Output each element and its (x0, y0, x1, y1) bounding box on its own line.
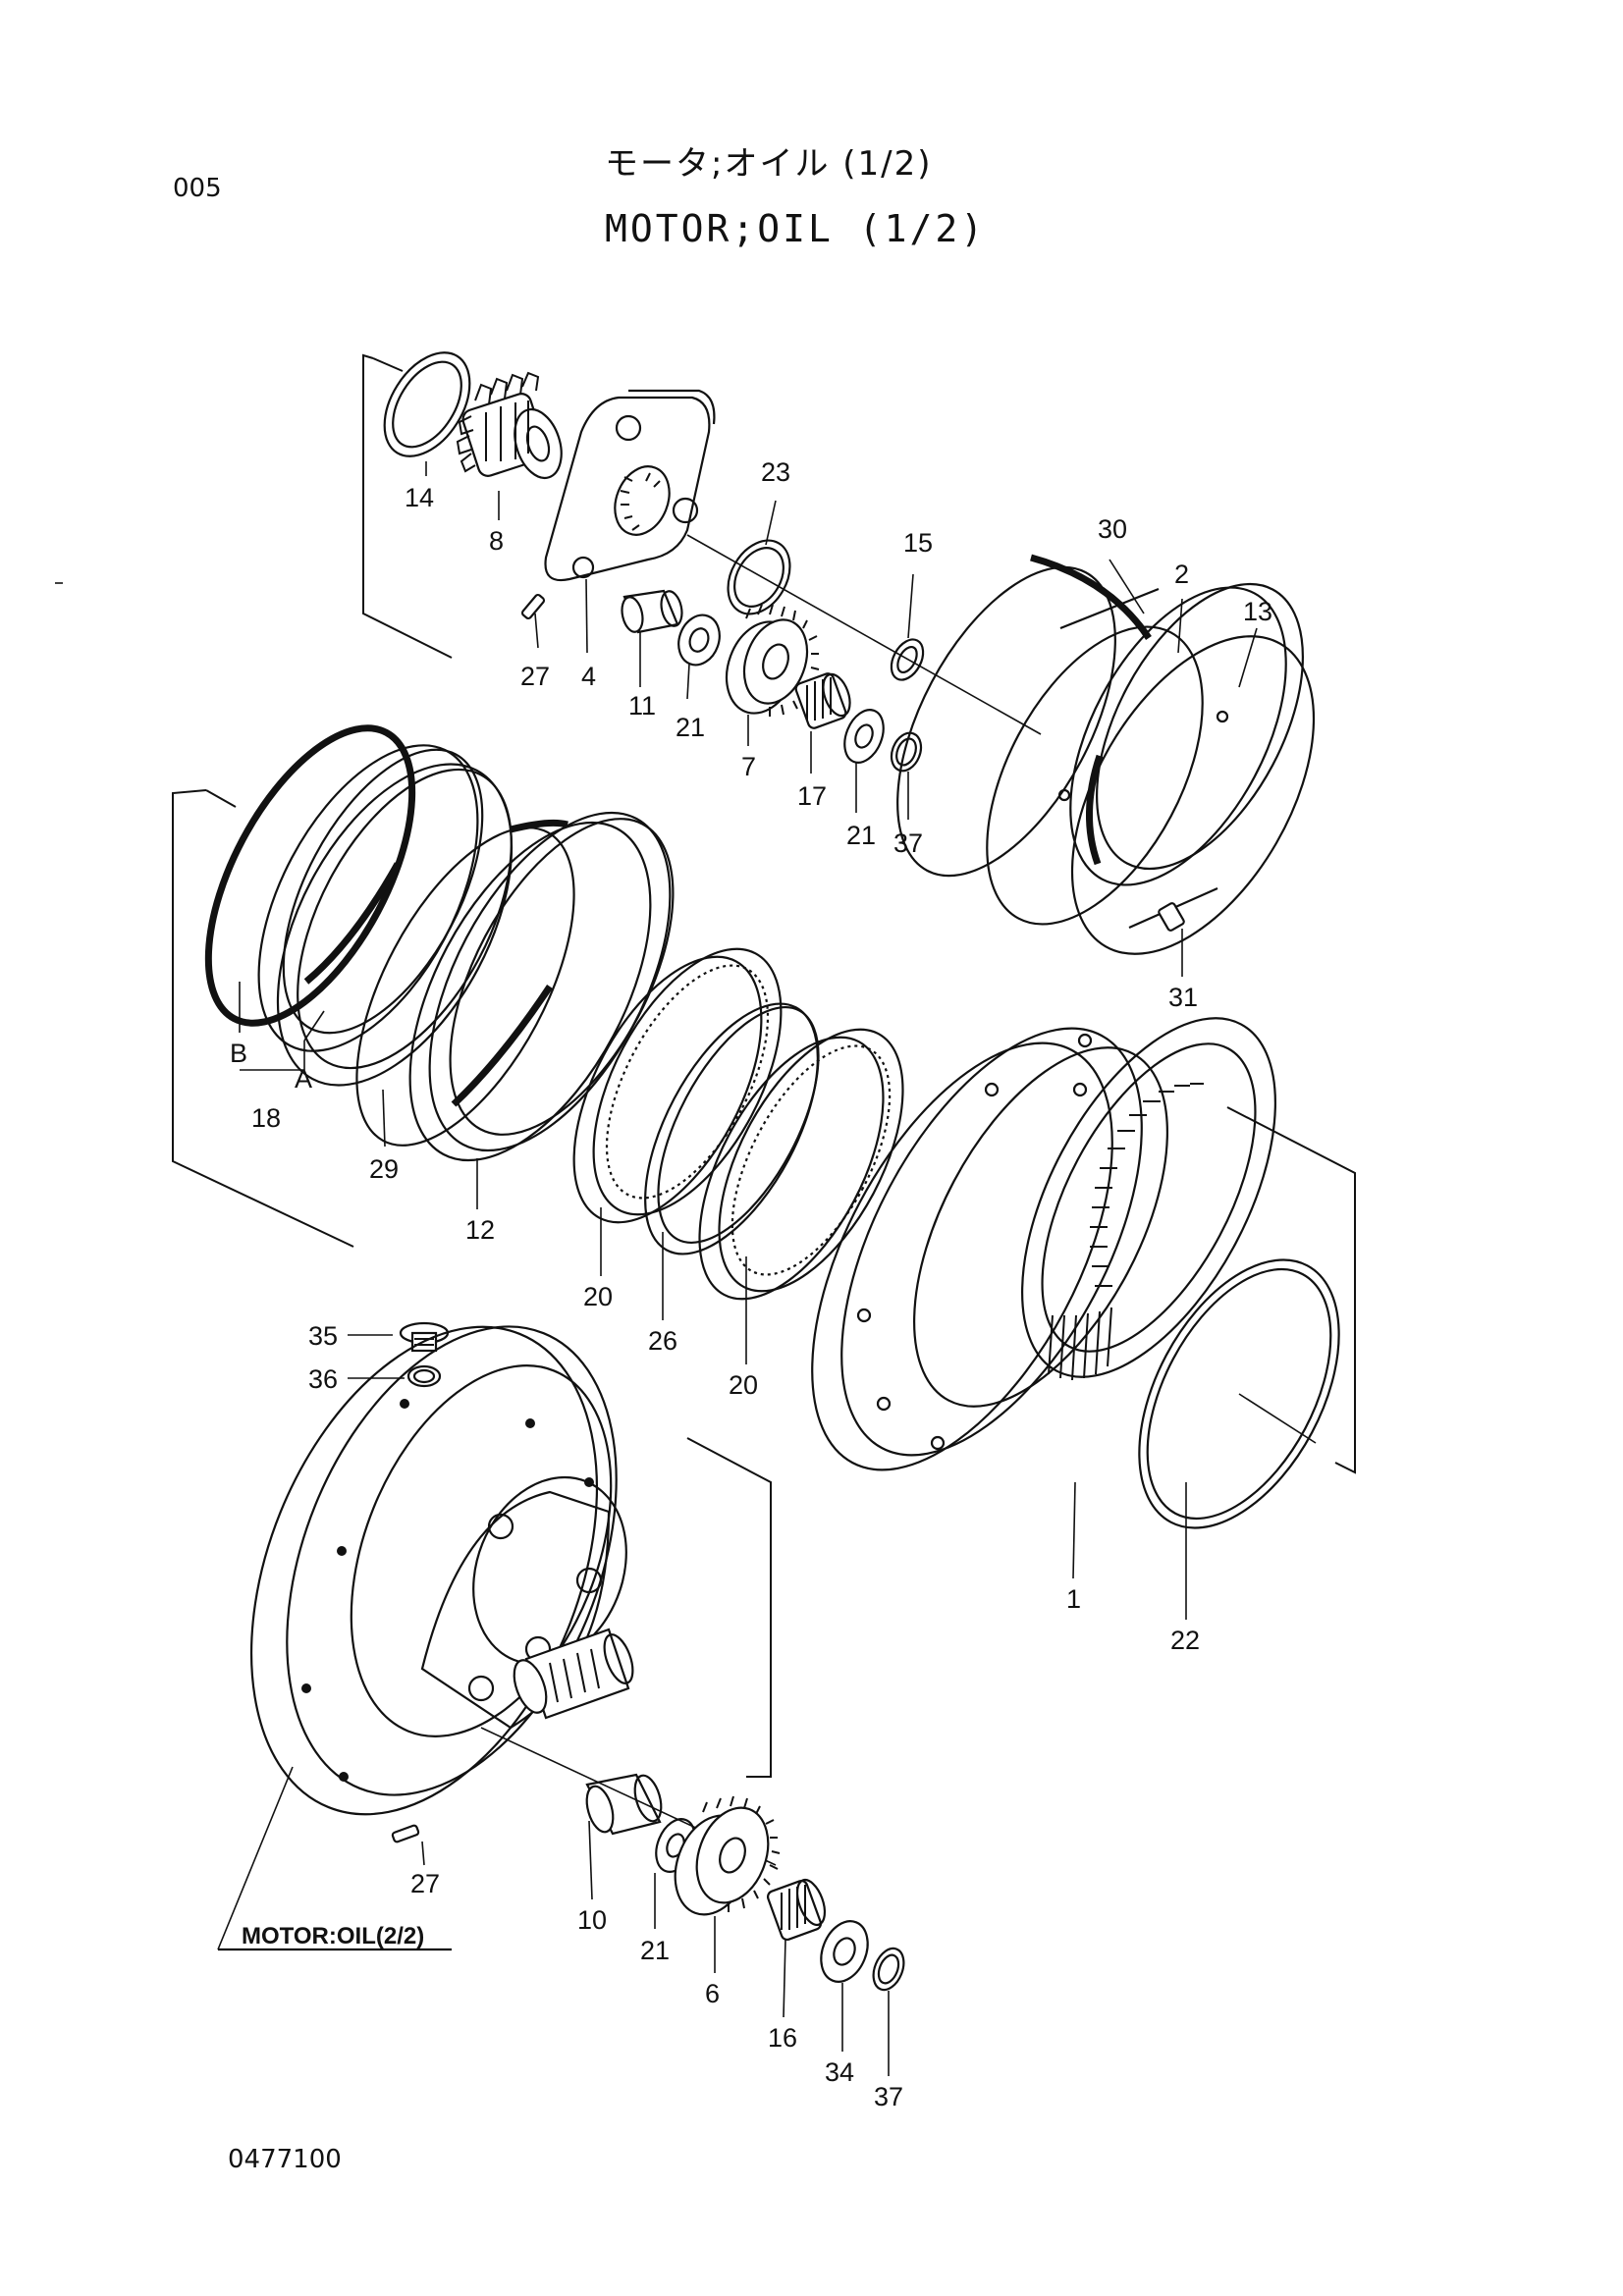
part-label-13: 13 (1243, 597, 1272, 626)
part-label-34: 34 (825, 2057, 854, 2087)
page-code: 005 (173, 174, 222, 203)
leader-lines (217, 461, 1258, 2076)
part-label-35: 35 (308, 1321, 338, 1351)
title-english: MOTOR;OIL (1/2) (605, 207, 986, 250)
part-label-12: 12 (465, 1215, 495, 1245)
ring-gear-housing-1 (811, 1017, 1276, 1471)
part-label-27-bottom: 27 (410, 1869, 440, 1898)
part-label-21-bottom: 21 (640, 1936, 670, 1965)
part-label-8: 8 (489, 526, 504, 556)
gear-8 (456, 371, 563, 480)
bottom-group-drawing (249, 1321, 905, 1992)
part-label-31: 31 (1168, 983, 1198, 1012)
part-label-11: 11 (628, 691, 656, 721)
part-label-14: 14 (405, 483, 434, 512)
part-label-18: 18 (251, 1103, 281, 1133)
title-japanese: モータ;オイル (1/2) (605, 144, 933, 184)
hub-flange (249, 1325, 627, 1816)
part-label-B: B (230, 1039, 247, 1068)
part-label-21-mid: 21 (846, 821, 876, 850)
part-label-36: 36 (308, 1364, 338, 1394)
shaft-11 (621, 589, 683, 634)
part-label-37-top: 37 (893, 828, 923, 858)
part-label-A: A (295, 1064, 312, 1094)
part-label-15: 15 (903, 528, 933, 558)
part-label-20-second: 20 (729, 1370, 758, 1400)
part-label-21-top: 21 (676, 713, 705, 742)
part-label-10: 10 (577, 1905, 607, 1935)
part-label-30: 30 (1098, 514, 1127, 544)
spline-shaft (513, 1628, 634, 1720)
part-label-6: 6 (705, 1979, 720, 2008)
part-labels: 14 8 23 15 30 2 13 27 4 11 21 7 17 21 37… (230, 457, 1272, 2111)
part-label-7: 7 (741, 752, 756, 781)
middle-group-drawing (172, 724, 1356, 1529)
reference-motor-oil-2-2[interactable]: MOTOR:OIL(2/2) (242, 1923, 424, 1949)
part-label-16: 16 (768, 2023, 797, 2053)
part-label-23: 23 (761, 457, 790, 487)
part-label-26: 26 (648, 1326, 677, 1356)
part-label-4: 4 (581, 662, 596, 691)
gear-7 (725, 604, 820, 717)
part-label-22: 22 (1170, 1626, 1200, 1655)
top-group-drawing (362, 351, 1316, 955)
drawing-number: 0477100 (228, 2145, 342, 2174)
housing-2 (986, 582, 1304, 930)
part-label-2: 2 (1174, 560, 1189, 589)
shaft-10 (585, 1773, 663, 1836)
part-label-1: 1 (1066, 1584, 1081, 1614)
part-label-37-bottom: 37 (874, 2082, 903, 2111)
part-label-27-top: 27 (520, 662, 550, 691)
carrier-plate-4 (544, 389, 716, 582)
part-label-29: 29 (369, 1154, 399, 1184)
part-label-17: 17 (797, 781, 827, 811)
needle-bearing-16 (766, 1878, 827, 1942)
gear-6 (674, 1795, 781, 1916)
part-label-20-first: 20 (583, 1282, 613, 1311)
needle-bearing-17 (794, 672, 851, 729)
